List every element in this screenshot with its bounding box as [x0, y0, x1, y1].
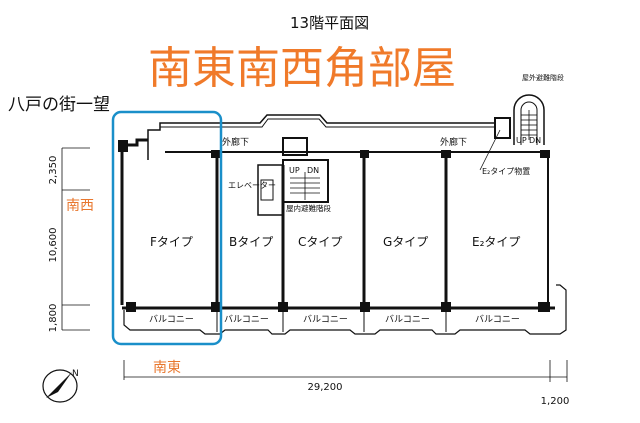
- svg-text:N: N: [72, 369, 79, 379]
- unit-g: Gタイプ: [383, 235, 428, 249]
- svg-text:DN: DN: [307, 166, 319, 175]
- outdoor-stairs: UP DN: [513, 94, 545, 145]
- shaft: [494, 117, 511, 139]
- unit-c: Cタイプ: [298, 235, 342, 249]
- plan-title: 13階平面図: [290, 14, 369, 32]
- dim-corridor: 2,350: [48, 156, 59, 185]
- svg-text:UP: UP: [289, 166, 300, 175]
- highlighted-unit-frame: [111, 110, 223, 346]
- elevator-label: エレベーター: [228, 181, 276, 190]
- direction-southwest: 南西: [66, 198, 94, 214]
- compass-icon: N: [42, 369, 79, 403]
- indoor-stairs-label: 屋内避難階段: [286, 203, 331, 213]
- unit-b: Bタイプ: [229, 235, 273, 249]
- balcony-labels: バルコニー バルコニー バルコニー バルコニー バルコニー: [149, 314, 520, 325]
- dim-extra-width: 1,200: [541, 396, 570, 407]
- svg-text:DN: DN: [529, 136, 541, 145]
- outdoor-stairs-label: 屋外避難階段: [522, 73, 564, 82]
- outer-corridor-railing: [147, 114, 495, 160]
- unit-e2: E₂タイプ: [472, 235, 520, 249]
- unit-labels: Fタイプ Bタイプ Cタイプ Gタイプ E₂タイプ: [150, 235, 520, 249]
- svg-text:UP: UP: [516, 136, 527, 145]
- dim-balcony: 1,800: [48, 304, 59, 333]
- svg-text:バルコニー: バルコニー: [303, 314, 348, 325]
- headline: 南東南西角部屋: [148, 43, 456, 94]
- svg-text:バルコニー: バルコニー: [475, 314, 520, 325]
- building-walls: [118, 138, 567, 335]
- svg-text:バルコニー: バルコニー: [224, 314, 269, 325]
- svg-text:バルコニー: バルコニー: [385, 314, 430, 325]
- outer-corridor-label: 外廊下: [222, 136, 249, 148]
- dim-total-width: 29,200: [308, 382, 343, 393]
- svg-text:バルコニー: バルコニー: [149, 314, 194, 325]
- dimension-lines: [61, 147, 568, 382]
- outer-corridor-label: 外廊下: [440, 136, 467, 148]
- dim-unit-depth: 10,600: [48, 228, 59, 263]
- direction-southeast: 南東: [153, 360, 181, 376]
- unit-f: Fタイプ: [150, 235, 193, 249]
- storage-label: E₂タイプ物置: [482, 166, 530, 176]
- core: UP DN: [257, 137, 329, 216]
- view-note: 八戸の街一望: [8, 95, 110, 115]
